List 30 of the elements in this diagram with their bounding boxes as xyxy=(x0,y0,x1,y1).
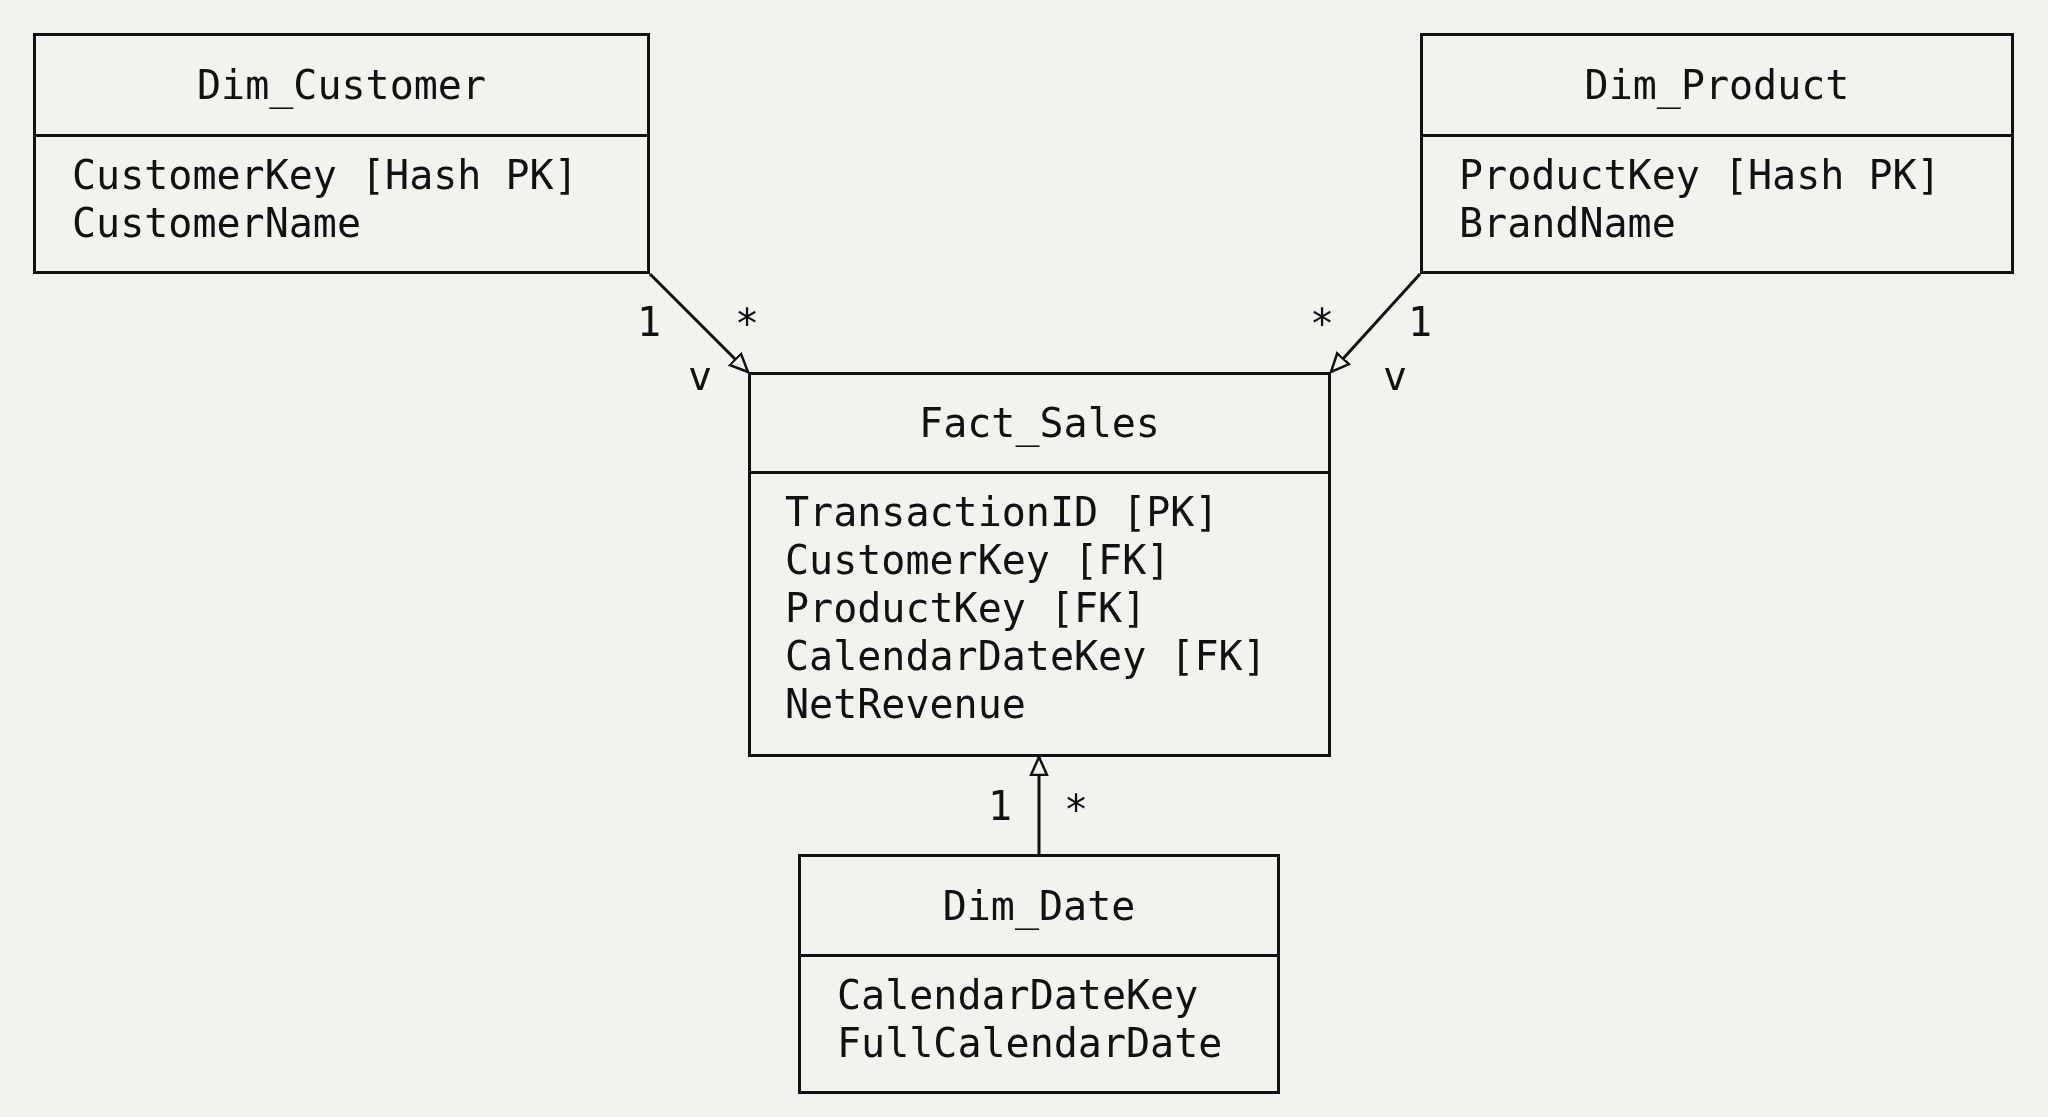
attribute-text: NetRevenue xyxy=(785,680,1027,728)
attribute-text: CustomerKey [Hash PK] xyxy=(72,151,579,199)
arrow xyxy=(1329,273,1422,374)
attribute-text: CalendarDateKey [FK] xyxy=(785,632,1268,680)
entity-name: Dim_Product xyxy=(1584,61,1850,109)
multiplicity-label: * xyxy=(1309,302,1335,346)
entity-table xyxy=(748,372,1331,757)
attribute-text: ProductKey [Hash PK] xyxy=(1459,151,1942,199)
entity-name: Dim_Customer xyxy=(197,61,486,109)
multiplicity-label: * xyxy=(1063,788,1089,832)
arrow xyxy=(1029,755,1049,854)
entity-table xyxy=(798,854,1280,1094)
attribute-text: CalendarDateKey xyxy=(837,971,1200,1019)
multiplicity-label: v xyxy=(1382,354,1408,398)
arrow xyxy=(648,272,750,374)
multiplicity-label: v xyxy=(687,354,713,398)
entity-table xyxy=(1420,33,2014,274)
multiplicity-label: 1 xyxy=(987,784,1013,828)
attribute-text: CustomerKey [FK] xyxy=(785,536,1172,584)
multiplicity-label: 1 xyxy=(1407,300,1433,344)
entity-name: Fact_Sales xyxy=(919,399,1160,447)
multiplicity-label: * xyxy=(734,302,760,346)
attribute-text: ProductKey [FK] xyxy=(785,584,1148,632)
attribute-text: BrandName xyxy=(1459,199,1677,247)
attribute-text: FullCalendarDate xyxy=(837,1019,1224,1067)
multiplicity-label: 1 xyxy=(636,300,662,344)
entity-name: Dim_Date xyxy=(942,881,1136,930)
attribute-text: TransactionID [PK] xyxy=(785,488,1220,536)
entity-table xyxy=(33,33,650,274)
attribute-text: CustomerName xyxy=(72,199,362,247)
